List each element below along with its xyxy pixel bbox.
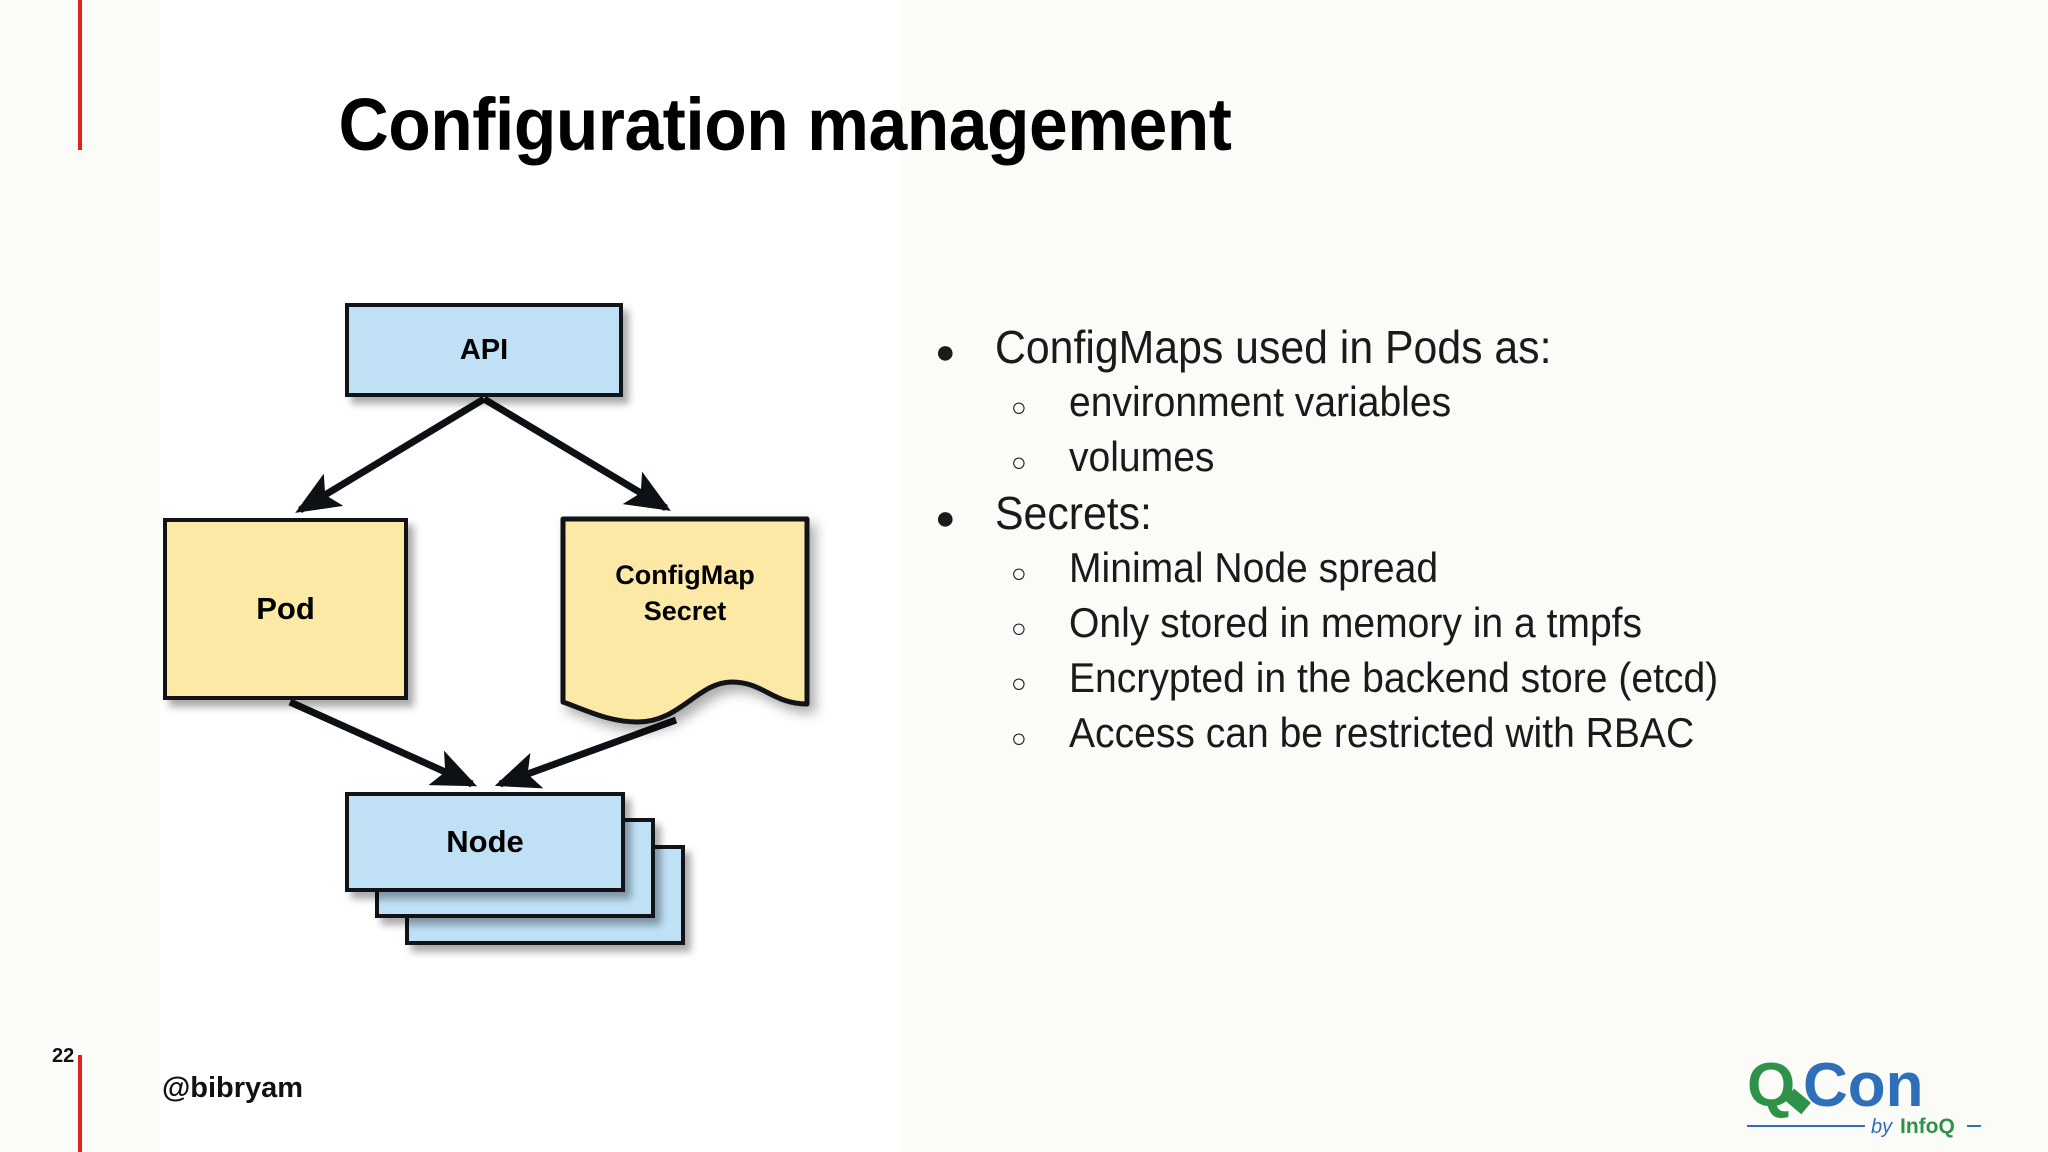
accent-line-bottom xyxy=(78,1055,82,1152)
diagram-node-api: API xyxy=(345,303,623,397)
bullet-text-3: Secrets: xyxy=(995,487,1152,540)
twitter-handle: @bibryam xyxy=(162,1072,304,1104)
bullet-text-2: volumes xyxy=(1069,433,1215,481)
bullet-text-7: Access can be restricted with RBAC xyxy=(1069,709,1695,757)
page-number: 22 xyxy=(52,1045,75,1067)
bullet-item-3: ● Secrets: xyxy=(935,486,1995,540)
bullet-marker-hollow-icon: ○ xyxy=(1011,558,1027,589)
diagram-node-node-label: Node xyxy=(446,824,524,859)
edge-pod-to-node xyxy=(288,698,478,788)
bullet-text-5: Only stored in memory in a tmpfs xyxy=(1069,599,1643,647)
qcon-logo: Q Con by InfoQ xyxy=(1745,1048,1995,1140)
slide-title: Configuration management xyxy=(338,83,1232,166)
bullet-marker-filled-icon: ● xyxy=(935,499,956,538)
diagram-node-configmap-secret: ConfigMap Secret xyxy=(560,516,810,731)
qcon-logo-con: Con xyxy=(1803,1051,1924,1120)
configmap-label-line1: ConfigMap xyxy=(615,560,755,590)
qcon-logo-icon: Q Con by InfoQ xyxy=(1747,1051,1981,1138)
bullet-item-7: ○ Access can be restricted with RBAC xyxy=(935,707,1995,760)
bullet-text-6: Encrypted in the backend store (etcd) xyxy=(1069,654,1719,702)
document-shape-icon xyxy=(560,516,810,725)
bullet-marker-filled-icon: ● xyxy=(935,333,956,371)
diagram-arrows xyxy=(288,395,678,789)
bullet-item-1: ○ environment variables xyxy=(935,376,1995,429)
qcon-logo-infoq: InfoQ xyxy=(1900,1115,1955,1138)
bullet-text-1: environment variables xyxy=(1069,378,1452,426)
bullet-list: ● ConfigMaps used in Pods as: ○ environm… xyxy=(935,320,1995,762)
qcon-logo-by: by xyxy=(1871,1116,1893,1138)
architecture-diagram: API Pod ConfigMap Secret Node xyxy=(0,0,900,1152)
bullet-item-6: ○ Encrypted in the backend store (etcd) xyxy=(935,652,1995,705)
diagram-node-api-label: API xyxy=(459,333,509,366)
edge-api-to-configmap xyxy=(482,395,671,512)
diagram-node-configmap-secret-label: ConfigMap Secret xyxy=(560,558,810,630)
bullet-item-2: ○ volumes xyxy=(935,431,1995,484)
bullet-marker-hollow-icon: ○ xyxy=(1011,392,1027,423)
node-stack-layer-front: Node xyxy=(345,792,625,892)
bullet-marker-hollow-icon: ○ xyxy=(1011,668,1027,699)
edge-configmap-to-node xyxy=(494,716,678,789)
edge-api-to-pod xyxy=(295,396,486,513)
diagram-node-stack: Node xyxy=(0,0,900,1152)
bullet-item-0: ● ConfigMaps used in Pods as: xyxy=(935,320,1995,374)
accent-line-top xyxy=(78,0,82,150)
bullet-text-0: ConfigMaps used in Pods as: xyxy=(995,321,1552,373)
qcon-logo-q: Q xyxy=(1747,1051,1795,1120)
bullet-marker-hollow-icon: ○ xyxy=(1011,613,1027,644)
bullet-marker-hollow-icon: ○ xyxy=(1011,447,1027,478)
bullet-marker-hollow-icon: ○ xyxy=(1011,723,1027,754)
bullet-text-4: Minimal Node spread xyxy=(1069,544,1439,592)
diagram-node-pod: Pod xyxy=(163,518,408,700)
configmap-label-line2: Secret xyxy=(643,595,727,626)
bullet-item-5: ○ Only stored in memory in a tmpfs xyxy=(935,597,1995,650)
bullet-item-4: ○ Minimal Node spread xyxy=(935,542,1995,595)
diagram-node-pod-label: Pod xyxy=(256,591,315,626)
